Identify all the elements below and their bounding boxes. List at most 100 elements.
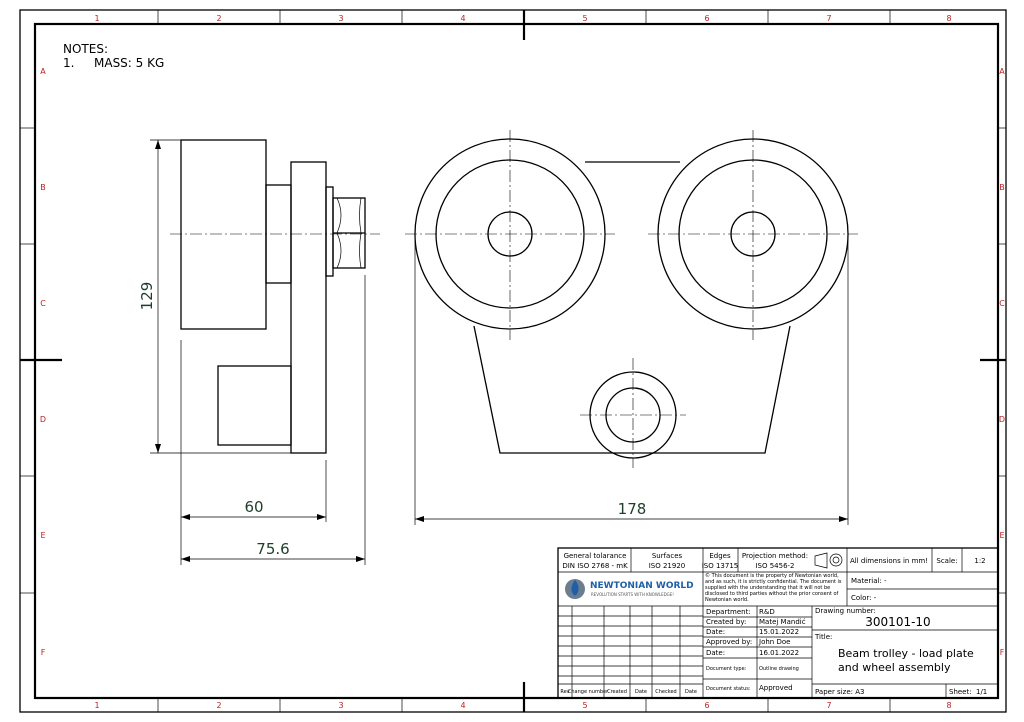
field-value: 15.01.2022 — [759, 628, 799, 636]
projection-symbol-icon — [814, 552, 843, 569]
frame-markers: 1 2 3 4 5 6 7 8 1 2 3 4 5 6 7 8 A B C D … — [20, 10, 1006, 712]
lower-block-side — [217, 365, 292, 446]
logo-tagline: REVOLUTION STARTS WITH KNOWLEDGE! — [591, 592, 674, 597]
row-marker: B — [40, 183, 46, 192]
title-line-2: and wheel assembly — [838, 661, 951, 674]
front-view — [405, 130, 858, 468]
row-marker: B — [999, 183, 1005, 192]
row-marker: F — [1000, 648, 1005, 657]
material: Material: - — [851, 577, 887, 585]
column-marker: 7 — [826, 701, 831, 710]
field-label: Document type: — [706, 666, 747, 672]
title-label: Title: — [814, 633, 832, 641]
dimension-overall-length: 178 — [414, 240, 849, 525]
row-marker: C — [40, 299, 46, 308]
dimension-plate-width: 60 — [180, 275, 366, 565]
newtonian-world-logo: NEWTONIAN WORLD REVOLUTION STARTS WITH K… — [565, 579, 694, 599]
edges-value: ISO 13715 — [702, 562, 739, 570]
field-label: Approved by: — [706, 638, 752, 646]
row-marker: C — [999, 299, 1005, 308]
surfaces-value: ISO 21920 — [649, 562, 686, 570]
column-marker: 5 — [582, 14, 587, 23]
logo-name: NEWTONIAN WORLD — [590, 581, 694, 591]
column-marker: 3 — [338, 701, 343, 710]
title-line-1: Beam trolley - load plate — [838, 647, 974, 660]
notice-line: disclosed to third parties without the p… — [705, 591, 839, 597]
paper-size: Paper size: A3 — [815, 688, 864, 696]
notice-line: supplied with the understanding that it … — [705, 585, 830, 591]
dimension-plate-width-text: 60 — [244, 498, 263, 516]
scale-label: Scale: — [936, 557, 957, 565]
surfaces-label: Surfaces — [652, 552, 683, 560]
column-marker: 3 — [338, 14, 343, 23]
created-header: Created — [607, 689, 627, 695]
date-header: Date — [685, 689, 697, 695]
field-value: R&D — [759, 608, 775, 616]
notes: NOTES: 1. MASS: 5 KG — [63, 42, 164, 70]
title-block: General tolarance DIN ISO 2768 - mK Surf… — [557, 547, 999, 699]
field-label: Document status: — [706, 686, 751, 692]
sheet-label: Sheet: — [949, 688, 972, 696]
note-text: MASS: 5 KG — [94, 56, 164, 70]
column-marker: 1 — [94, 14, 99, 23]
dimension-height: 129 — [138, 139, 291, 454]
row-marker: D — [999, 415, 1005, 424]
date-header: Date — [635, 689, 647, 695]
wheel-side — [180, 139, 267, 330]
notice-line: and as such, it is strictly confidential… — [705, 579, 842, 585]
dimension-total-width-text: 75.6 — [256, 540, 289, 558]
units-note: All dimensions in mm! — [850, 557, 928, 565]
field-label: Department: — [706, 608, 751, 616]
projection-value: ISO 5456-2 — [755, 562, 794, 570]
color: Color: - — [851, 594, 877, 602]
dimension-total-width: 75.6 — [181, 540, 365, 562]
dimension-overall-length-text: 178 — [618, 500, 647, 518]
row-marker: D — [40, 415, 46, 424]
rev-header: Rev — [560, 689, 569, 695]
row-marker: F — [41, 648, 46, 657]
field-value: 16.01.2022 — [759, 649, 799, 657]
field-label: Created by: — [706, 618, 746, 626]
column-marker: 8 — [946, 14, 951, 23]
field-label: Date: — [706, 649, 725, 657]
tolerance-value: DIN ISO 2768 - mK — [562, 562, 628, 570]
field-value: Approved — [759, 684, 793, 692]
side-view — [170, 139, 380, 454]
row-marker: E — [40, 531, 45, 540]
column-marker: 6 — [704, 14, 709, 23]
column-marker: 5 — [582, 701, 587, 710]
tolerance-label: General tolarance — [564, 552, 627, 560]
note-number: 1. — [63, 56, 74, 70]
load-plate-front — [473, 161, 791, 454]
revision-headers: Rev Change number Created Date Checked D… — [560, 689, 697, 695]
column-marker: 2 — [216, 701, 221, 710]
column-marker: 6 — [704, 701, 709, 710]
nut — [332, 197, 366, 269]
row-marker: A — [999, 67, 1005, 76]
field-label: Date: — [706, 628, 725, 636]
drawing-number-label: Drawing number: — [815, 607, 876, 615]
column-marker: 2 — [216, 14, 221, 23]
notice-line: © This document is the property of Newto… — [705, 572, 839, 579]
field-value: Matej Mandić — [759, 618, 806, 626]
row-marker: A — [40, 67, 46, 76]
field-value: Outline drawing — [759, 666, 799, 672]
drawing-number: 300101-10 — [865, 615, 930, 629]
notes-heading: NOTES: — [63, 42, 108, 56]
scale-value: 1:2 — [974, 557, 985, 565]
field-value: John Doe — [758, 638, 790, 646]
column-marker: 4 — [460, 14, 465, 23]
load-plate-side — [290, 161, 327, 454]
checked-header: Checked — [655, 689, 676, 695]
column-marker: 1 — [94, 701, 99, 710]
change-number-header: Change number — [568, 689, 609, 695]
dimension-height-text: 129 — [138, 282, 156, 311]
row-marker: E — [999, 531, 1004, 540]
projection-label: Projection method: — [742, 552, 808, 560]
column-marker: 7 — [826, 14, 831, 23]
edges-label: Edges — [709, 552, 731, 560]
notice-line: Newtonian world. — [705, 597, 749, 603]
sheet-value: 1/1 — [976, 688, 987, 696]
column-marker: 8 — [946, 701, 951, 710]
